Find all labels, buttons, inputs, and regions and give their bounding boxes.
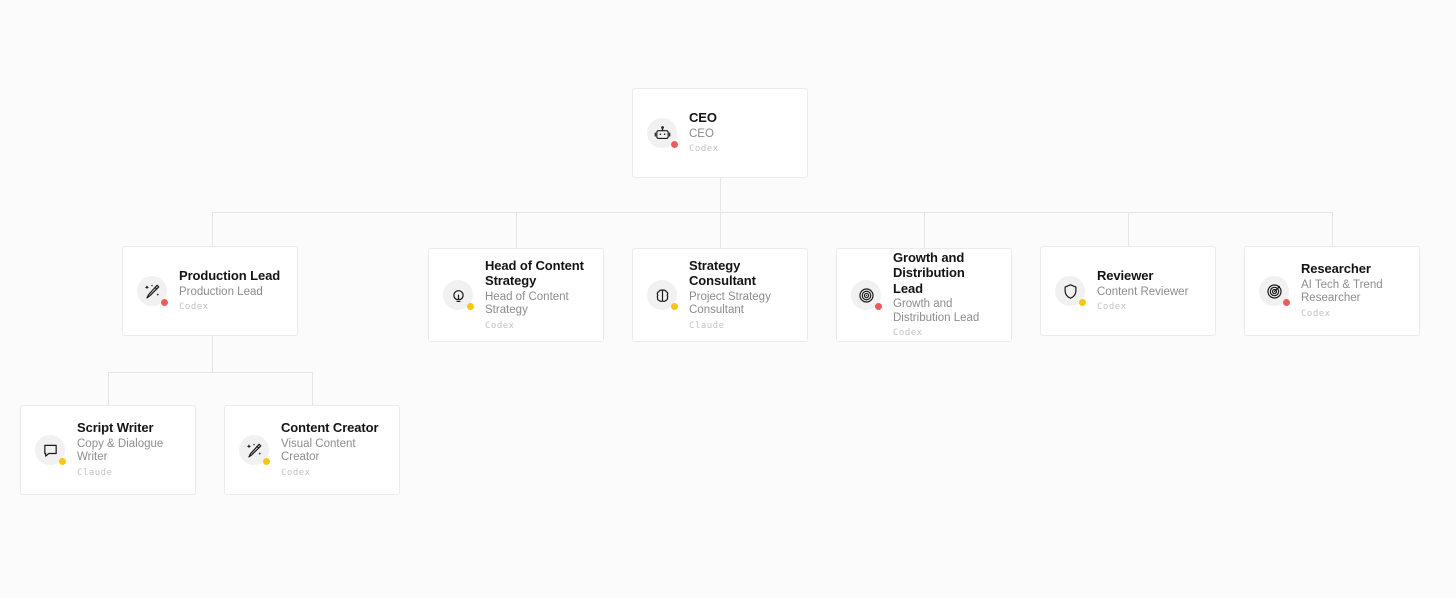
avatar xyxy=(1259,276,1290,306)
node-role: AI Tech & Trend Researcher xyxy=(1301,278,1383,305)
avatar xyxy=(851,280,882,310)
connector-production-stem xyxy=(212,336,213,372)
connector-ceo-bus xyxy=(212,212,1333,213)
shield-icon xyxy=(1064,283,1076,299)
node-title: Growth and Distribution Lead xyxy=(893,249,965,296)
avatar xyxy=(239,435,270,465)
status-dot xyxy=(875,303,882,310)
node-role: CEO xyxy=(689,127,714,140)
connector-ceo-drop-3 xyxy=(924,212,925,248)
connector-production-bus xyxy=(108,372,313,373)
connector-ceo-stem xyxy=(720,178,721,212)
status-dot xyxy=(161,299,168,306)
target-icon xyxy=(858,287,874,303)
node-meta: CEO CEO Codex xyxy=(689,110,719,156)
avatar xyxy=(647,118,678,148)
org-node-ceo[interactable]: CEO CEO Codex xyxy=(632,88,808,178)
node-title: Script Writer xyxy=(77,420,154,436)
node-model-label: Codex xyxy=(893,328,923,339)
status-dot xyxy=(671,303,678,310)
node-model-label: Codex xyxy=(1097,302,1127,312)
node-model-label: Codex xyxy=(1301,308,1331,319)
status-dot xyxy=(467,303,474,310)
connector-ceo-drop-4 xyxy=(1128,212,1129,246)
lightbulb-icon xyxy=(452,289,464,302)
magic-wand-icon xyxy=(144,284,159,298)
status-dot xyxy=(671,141,678,148)
node-model-label: Claude xyxy=(77,467,113,478)
status-dot xyxy=(1283,299,1290,306)
node-model-label: Codex xyxy=(281,467,311,478)
speech-bubble-icon xyxy=(43,444,57,457)
radar-icon xyxy=(1266,283,1282,299)
node-role: Project Strategy Consultant xyxy=(689,290,771,317)
node-title: Researcher xyxy=(1301,261,1371,277)
brain-icon xyxy=(656,288,668,302)
connector-ceo-drop-1 xyxy=(516,212,517,248)
connector-ceo-drop-0 xyxy=(212,212,213,246)
node-role: Production Lead xyxy=(179,285,263,298)
node-title: CEO xyxy=(689,110,717,125)
connector-production-drop-1 xyxy=(312,372,313,405)
node-model-label: Codex xyxy=(689,144,719,154)
robot-icon xyxy=(654,125,670,139)
avatar xyxy=(1055,276,1086,306)
node-title: Strategy Consultant xyxy=(689,257,756,289)
node-model-label: Claude xyxy=(689,320,725,331)
connector-production-drop-0 xyxy=(108,372,109,405)
node-role: Growth and Distribution Lead xyxy=(893,298,980,324)
node-model-label: Codex xyxy=(179,302,209,312)
node-title: Head of Content Strategy xyxy=(485,257,584,289)
node-role: Content Reviewer xyxy=(1097,285,1189,298)
status-dot xyxy=(59,458,66,465)
node-title: Reviewer xyxy=(1097,268,1154,283)
node-title: Production Lead xyxy=(179,268,281,283)
status-dot xyxy=(1079,299,1086,306)
avatar xyxy=(647,280,678,310)
avatar xyxy=(443,280,474,310)
magic-wand-icon xyxy=(246,443,261,457)
avatar xyxy=(35,435,66,465)
avatar xyxy=(137,276,168,306)
node-model-label: Codex xyxy=(485,320,515,331)
node-role: Head of Content Strategy xyxy=(485,290,569,317)
status-dot xyxy=(263,458,270,465)
connector-ceo-drop-2 xyxy=(720,212,721,248)
node-role: Visual Content Creator xyxy=(281,437,356,464)
node-title: Content Creator xyxy=(281,420,379,436)
connector-ceo-drop-5 xyxy=(1332,212,1333,246)
node-role: Copy & Dialogue Writer xyxy=(77,437,164,464)
